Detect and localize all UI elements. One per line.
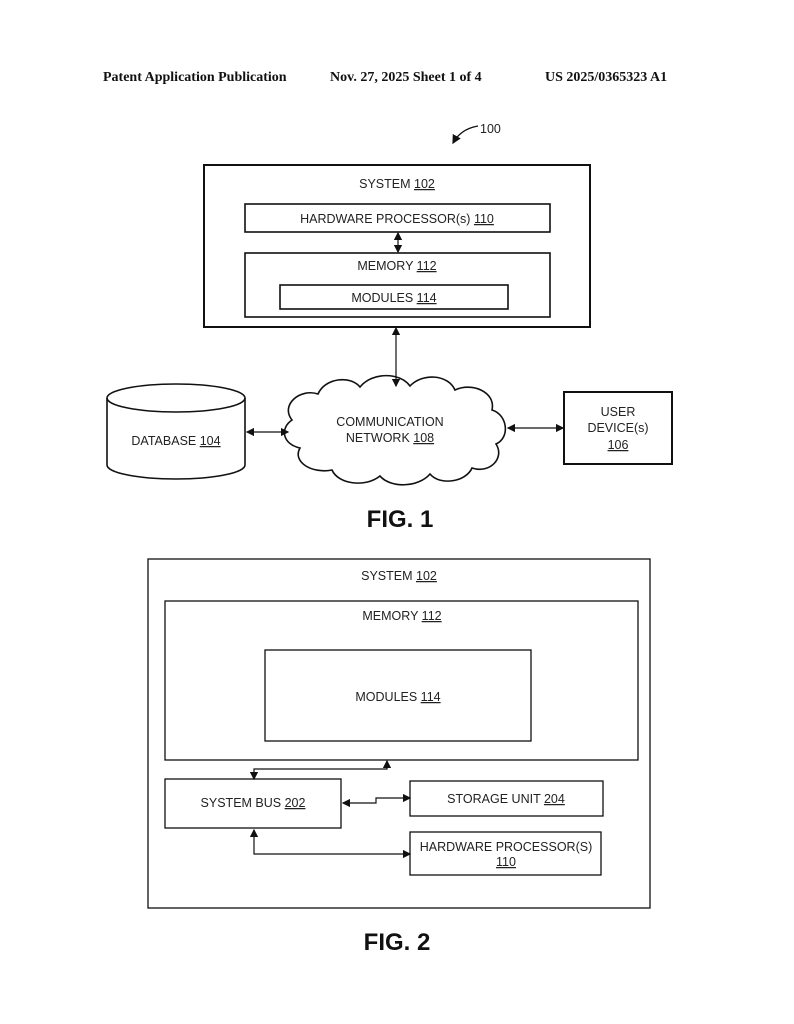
fig1-memory-label: MEMORY 112 [357, 259, 436, 273]
fig1-processor-label: HARDWARE PROCESSOR(s) 110 [300, 212, 494, 226]
fig2-processor-num: 110 [496, 855, 516, 869]
fig2-processor-line1: HARDWARE PROCESSOR(S) [420, 840, 592, 854]
fig2-storage-box [409, 780, 604, 817]
fig2-caption: FIG. 2 [364, 929, 431, 956]
fig2-bus-memory-arrow [249, 759, 392, 781]
fig2-modules-box [264, 649, 532, 742]
header-publication-type: Patent Application Publication [103, 70, 287, 85]
fig2-memory-box [164, 600, 639, 761]
fig2-memory-label: MEMORY 112 [362, 609, 441, 623]
fig1-network-cloud [283, 374, 507, 486]
fig1-caption: FIG. 1 [367, 506, 434, 533]
fig1-memory-box [244, 252, 551, 318]
fig1-database-label: DATABASE 104 [131, 434, 220, 448]
fig1-user-device-box [563, 391, 673, 465]
fig1-user-num: 106 [608, 438, 629, 452]
fig2-modules-label: MODULES 114 [355, 690, 440, 704]
fig2-processor-box [409, 831, 602, 876]
fig1-system-label: SYSTEM 102 [359, 177, 435, 191]
fig2-system-box [147, 558, 651, 909]
fig1-modules-label: MODULES 114 [351, 291, 436, 305]
ref-100-label: 100 [480, 122, 501, 136]
fig1-network-line2: NETWORK 108 [346, 431, 434, 445]
fig2-system-label: SYSTEM 102 [361, 569, 437, 583]
header-date-sheet: Nov. 27, 2025 Sheet 1 of 4 [330, 70, 482, 85]
fig2-bus-processor-arrow [249, 828, 412, 859]
fig2-bus-storage-arrow [341, 793, 412, 808]
fig1-network-line1: COMMUNICATION [336, 415, 443, 429]
ref-100-arrow [452, 125, 479, 145]
header-patent-number: US 2025/0365323 A1 [545, 70, 668, 85]
fig2-storage-label: STORAGE UNIT 204 [447, 792, 565, 806]
fig1-modules-box [279, 284, 509, 310]
fig2-system-bus-label: SYSTEM BUS 202 [201, 796, 306, 810]
fig1-user-line1: USER [601, 405, 636, 419]
fig2-system-bus-box [164, 778, 342, 829]
fig1-user-line2: DEVICE(s) [587, 421, 648, 435]
fig1-database-cylinder [106, 383, 246, 480]
